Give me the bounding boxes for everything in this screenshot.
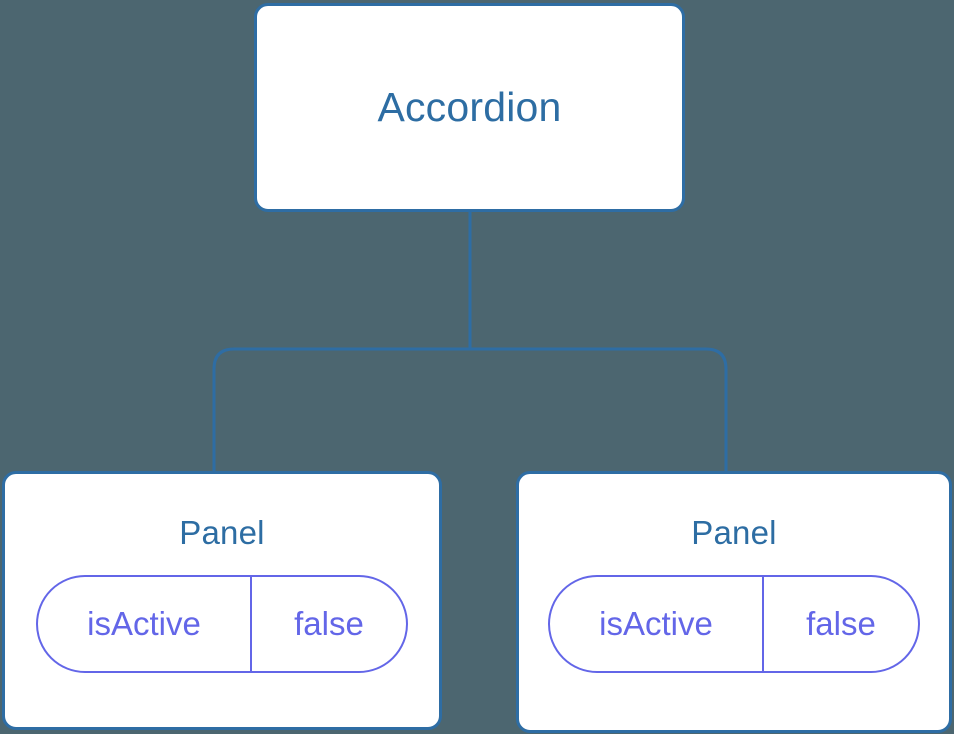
node-panel-1-title: Panel <box>691 514 777 551</box>
node-panel-0[interactable]: Panel isActive false <box>2 471 442 730</box>
connector-to-panel-1 <box>470 347 728 473</box>
node-accordion-title: Accordion <box>377 84 562 130</box>
node-panel-1[interactable]: Panel isActive false <box>516 471 952 733</box>
node-panel-0-state-pill[interactable]: isActive false <box>36 575 408 673</box>
connector-to-panel-0 <box>212 347 470 473</box>
node-panel-0-state-key: isActive <box>38 577 252 671</box>
node-panel-0-state-value: false <box>294 605 364 642</box>
node-accordion[interactable]: Accordion <box>254 3 685 212</box>
node-panel-1-state-pill[interactable]: isActive false <box>548 575 920 673</box>
node-panel-1-state-key: isActive <box>550 577 764 671</box>
node-panel-0-title: Panel <box>179 514 265 551</box>
node-panel-1-state-value: false <box>806 605 876 642</box>
